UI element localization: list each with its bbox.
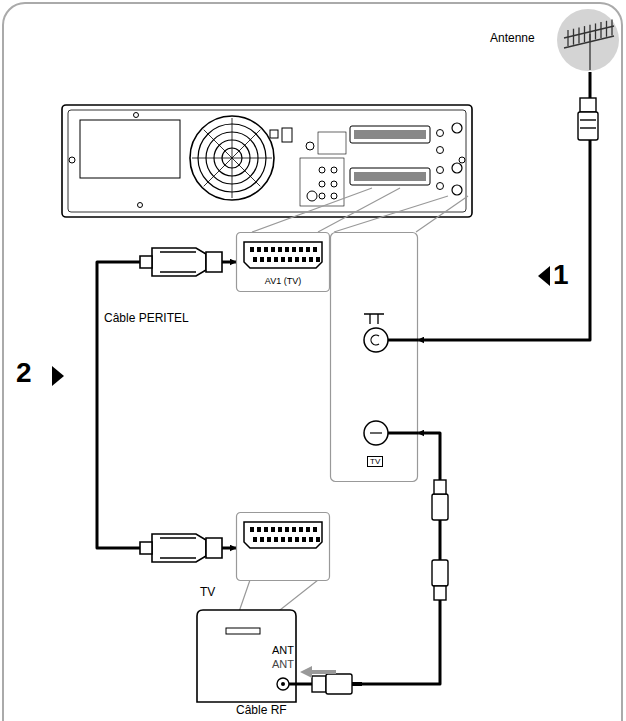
node-text: Antenne — [490, 32, 535, 46]
scart-plug-top — [140, 248, 222, 276]
tv-set: TVANTANT — [236, 512, 400, 700]
tv-body — [197, 610, 296, 702]
callout-number: 2 — [16, 358, 32, 389]
scart-callout: AV1 (TV) — [236, 232, 330, 292]
antenna-plug — [578, 98, 598, 140]
rf-plug-tv — [289, 666, 400, 694]
callout-arrow — [52, 366, 64, 386]
node-text: ANT — [272, 658, 294, 671]
zoom-lines — [232, 188, 468, 632]
recorder — [62, 105, 472, 217]
rf-callout-panel-outline — [330, 232, 418, 482]
callout-arrow — [538, 266, 550, 286]
rf-callout-panel: TV — [330, 232, 418, 482]
callout-number: 1 — [553, 260, 569, 291]
antenna-icon: Antenne — [556, 8, 620, 72]
antenna-icon-outline — [556, 8, 620, 72]
node-text: AV1 (TV) — [265, 276, 301, 286]
rf-plug-vertical — [432, 480, 448, 600]
tv-set-outline — [236, 512, 400, 700]
cable-label: Câble RF — [236, 704, 287, 717]
cable — [97, 262, 236, 548]
node-text: TV — [200, 586, 215, 600]
direction-arrow — [300, 666, 336, 678]
cable-label: Câble PERITEL — [104, 312, 189, 325]
frame — [3, 3, 622, 721]
node-text: TV — [367, 456, 383, 467]
scart-plug-bottom — [140, 534, 222, 562]
node-text: ANT — [272, 644, 294, 657]
